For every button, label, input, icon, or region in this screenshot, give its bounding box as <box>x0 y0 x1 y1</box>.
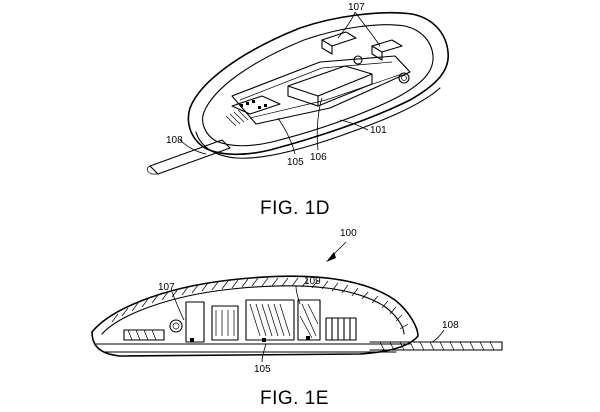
fig-1e-ref-100: 100 <box>340 228 357 239</box>
fig-1d-ref-101: 101 <box>370 125 387 136</box>
fig-1d-ref-108: 108 <box>166 135 183 146</box>
fig-1d-leader-lines <box>179 11 381 155</box>
fig-1d-ref-107: 107 <box>348 2 365 13</box>
fig-1d-component-106 <box>287 65 373 97</box>
fig-1e-ref-105: 105 <box>254 364 271 375</box>
fig-1d-housing-inner-rim <box>202 24 434 147</box>
fig-1e-component-105 <box>245 299 295 341</box>
fig-1e-ref-109: 109 <box>304 276 321 287</box>
fig-1e-ref-108: 108 <box>442 320 459 331</box>
fig-1d-caption: FIG. 1D <box>260 198 330 219</box>
fig-1d-connector-107-a <box>321 31 357 47</box>
fig-1d-substrate <box>231 55 411 125</box>
fig-1e-leader-lines <box>171 285 445 363</box>
fig-1d-ref-105: 105 <box>287 157 304 168</box>
fig-1e-assembly-arrow <box>326 241 347 262</box>
fig-1d-cable-108 <box>149 139 231 175</box>
fig-1d-ref-106: 106 <box>310 152 327 163</box>
fig-1d-housing-lower-lip <box>195 87 441 159</box>
fig-1d-chip-105 <box>231 95 281 115</box>
fig-1e-ref-107: 107 <box>158 282 175 293</box>
fig-1d-device-illustration <box>146 11 449 175</box>
fig-1e-cable-108 <box>369 341 503 351</box>
fig-1e-section-illustration <box>91 275 503 357</box>
fig-1e-housing-inner <box>101 285 405 335</box>
fig-1e-component-107 <box>185 301 205 343</box>
fig-1d-connector-107-b <box>371 39 403 53</box>
fig-1e-housing-outer <box>91 275 419 357</box>
fig-1e-caption: FIG. 1E <box>260 388 329 409</box>
fig-1d-housing-outer <box>187 11 449 156</box>
fig-1e-shell-hatching <box>111 277 409 330</box>
